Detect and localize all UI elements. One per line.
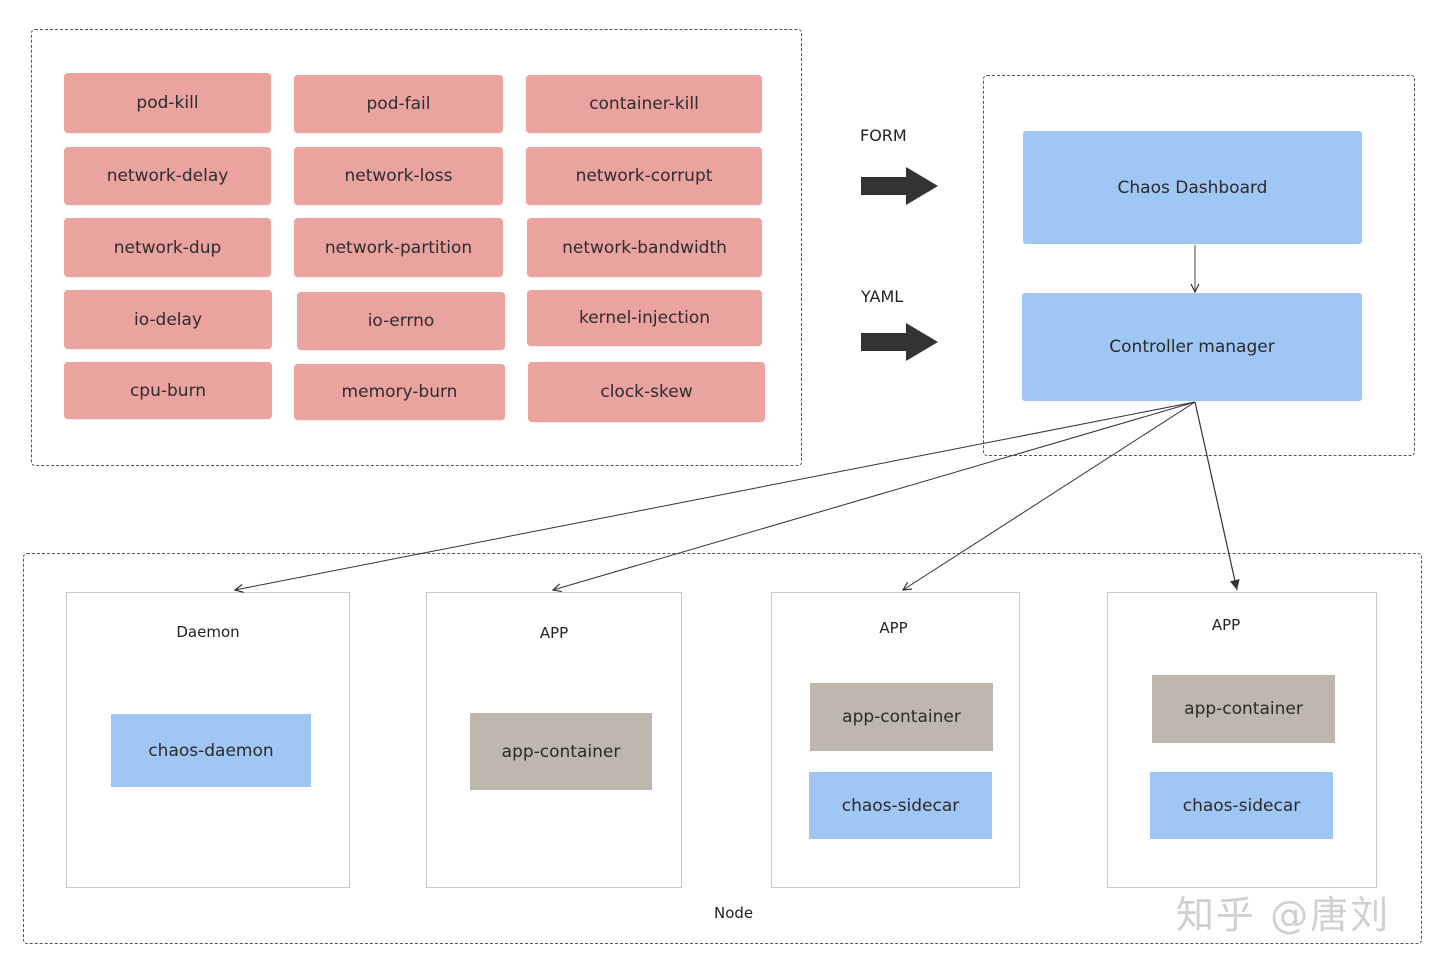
fault-network-dup: network-dup xyxy=(64,218,271,277)
fault-kernel-injection: kernel-injection xyxy=(527,290,762,346)
form-label: FORM xyxy=(860,126,907,145)
pod-title: APP xyxy=(879,619,908,637)
fault-network-corrupt: network-corrupt xyxy=(526,147,762,205)
pod-title: Daemon xyxy=(176,623,240,641)
chaos-daemon: chaos-daemon xyxy=(111,714,311,787)
controller-to-app1-arrow xyxy=(553,401,1196,590)
form-arrow-icon xyxy=(861,167,938,205)
fault-container-kill: container-kill xyxy=(526,75,762,133)
watermark: 知乎 @唐刘 xyxy=(1176,893,1391,937)
app-container: app-container xyxy=(1152,675,1335,743)
node-label: Node xyxy=(714,904,754,922)
fault-network-partition: network-partition xyxy=(294,218,503,277)
fault-network-loss: network-loss xyxy=(294,147,503,205)
controller-to-app3-arrow xyxy=(1194,401,1240,591)
fault-clock-skew: clock-skew xyxy=(528,362,765,422)
app-pod-2: APP app-container chaos-sidecar xyxy=(771,592,1020,888)
app-container: app-container xyxy=(810,683,993,751)
chaos-sidecar: chaos-sidecar xyxy=(1150,772,1333,839)
daemon-pod: Daemon chaos-daemon xyxy=(66,592,350,888)
controller-manager: Controller manager xyxy=(1022,293,1362,401)
fault-network-bandwidth: network-bandwidth xyxy=(527,218,762,277)
app-pod-3: APP app-container chaos-sidecar xyxy=(1107,592,1377,888)
chaos-sidecar: chaos-sidecar xyxy=(809,772,992,839)
fault-types-group xyxy=(31,29,802,466)
app-container: app-container xyxy=(470,713,652,790)
fault-cpu-burn: cpu-burn xyxy=(64,362,272,419)
controller-to-daemon-arrow xyxy=(235,401,1196,590)
fault-network-delay: network-delay xyxy=(64,147,271,205)
chaos-dashboard: Chaos Dashboard xyxy=(1023,131,1362,244)
yaml-arrow-icon xyxy=(861,323,938,361)
pod-title: APP xyxy=(1211,616,1241,634)
pod-title: APP xyxy=(539,624,569,642)
fault-memory-burn: memory-burn xyxy=(294,364,505,420)
yaml-label: YAML xyxy=(861,287,904,306)
fault-pod-fail: pod-fail xyxy=(294,75,503,133)
controller-to-app2-arrow xyxy=(903,401,1196,590)
node-group xyxy=(23,553,1422,944)
fault-io-errno: io-errno xyxy=(297,292,505,350)
control-plane-group xyxy=(983,75,1415,456)
app-pod-1: APP app-container xyxy=(426,592,682,888)
fault-io-delay: io-delay xyxy=(64,290,272,349)
fault-pod-kill: pod-kill xyxy=(64,73,271,133)
